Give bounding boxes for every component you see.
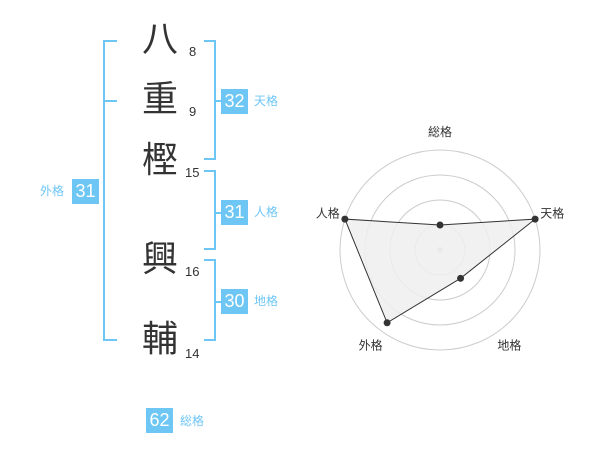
name-char-3: 樫: [141, 140, 178, 181]
jinkaku-label: 人格: [254, 205, 279, 219]
stroke-count-4: 16: [185, 264, 200, 279]
chikaku-bracket: [204, 259, 216, 341]
name-char-4: 興: [141, 239, 178, 280]
name-char-5: 輔: [141, 319, 178, 360]
radar-point-人格: [341, 215, 349, 223]
radar-axis-label: 天格: [540, 206, 564, 221]
soukaku-value: 62: [146, 408, 173, 433]
radar-axis-label: 外格: [359, 337, 383, 352]
stroke-count-3: 15: [185, 165, 200, 180]
tenkaku-label: 天格: [254, 94, 279, 108]
gaikaku-bracket: [103, 40, 117, 341]
gaikaku-label: 外格: [40, 184, 65, 198]
soukaku-label: 総格: [180, 414, 205, 428]
stroke-count-1: 8: [189, 44, 197, 59]
name-char-1: 八: [141, 19, 178, 60]
radar-ring-4: [339, 149, 541, 351]
radar-axis-label: 人格: [316, 206, 340, 221]
tenkaku-value: 32: [221, 89, 248, 114]
tenkaku-tick: [214, 100, 221, 102]
radar-axis-label: 総格: [428, 124, 452, 139]
radar-point-地格: [457, 274, 465, 282]
jinkaku-value: 31: [221, 200, 248, 225]
chikaku-value: 30: [221, 289, 248, 314]
chikaku-label: 地格: [254, 294, 279, 308]
jinkaku-tick: [214, 212, 221, 214]
gaikaku-tick: [103, 100, 117, 102]
stroke-count-2: 9: [189, 104, 197, 119]
radar-point-天格: [531, 215, 539, 223]
radar-area: [344, 218, 537, 324]
jinkaku-bracket: [204, 170, 216, 250]
chikaku-tick: [214, 301, 221, 303]
gaikaku-value: 31: [72, 179, 99, 204]
name-char-2: 重: [141, 79, 178, 120]
stroke-count-5: 14: [185, 346, 200, 361]
radar-axis-label: 地格: [497, 337, 521, 352]
radar-point-外格: [383, 319, 391, 327]
radar-point-総格: [436, 221, 444, 229]
